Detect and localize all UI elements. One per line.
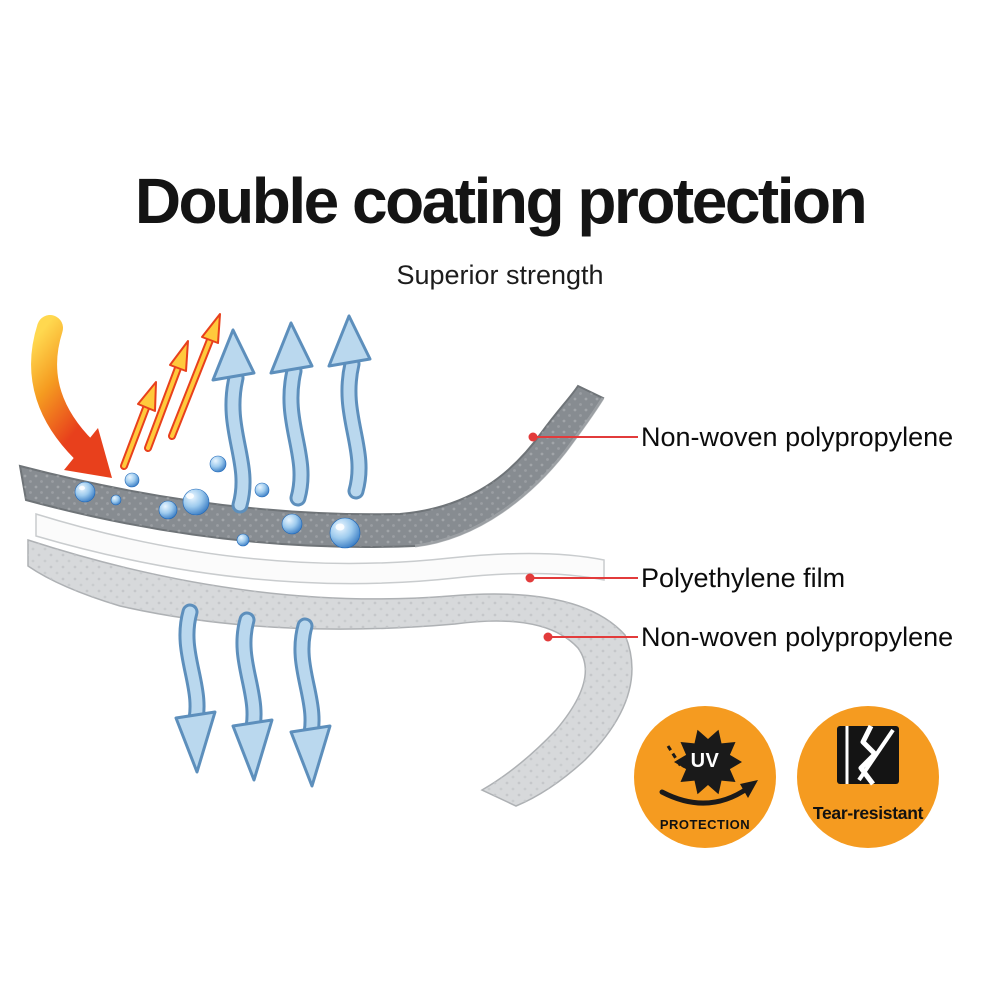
- torn-fabric-icon: [837, 724, 899, 786]
- tear-badge-caption: Tear-resistant: [812, 803, 924, 823]
- breathability-arrows-bottom: [174, 603, 332, 788]
- breathability-arrows-top: [211, 314, 372, 514]
- uv-sun-icon: [659, 729, 758, 806]
- callout-label-bottom-layer: Non-woven polypropylene: [641, 622, 954, 652]
- page-title: Double coating protection: [134, 165, 868, 237]
- water-droplets: [74, 455, 361, 549]
- page-subtitle: Superior strength: [396, 260, 604, 290]
- callout-label-top-layer: Non-woven polypropylene: [641, 422, 954, 452]
- layer-top-nonwoven: [19, 385, 605, 549]
- heat-arrows: [31, 313, 221, 478]
- uv-protection-badge: UV PROTECTION: [634, 706, 776, 848]
- uv-badge-caption: PROTECTION: [659, 817, 751, 832]
- tear-resistant-badge: Tear-resistant: [797, 706, 939, 848]
- callout-label-film-layer: Polyethylene film: [641, 563, 846, 593]
- callout-lines: [525, 432, 638, 642]
- uv-badge-abbr: UV: [690, 750, 720, 772]
